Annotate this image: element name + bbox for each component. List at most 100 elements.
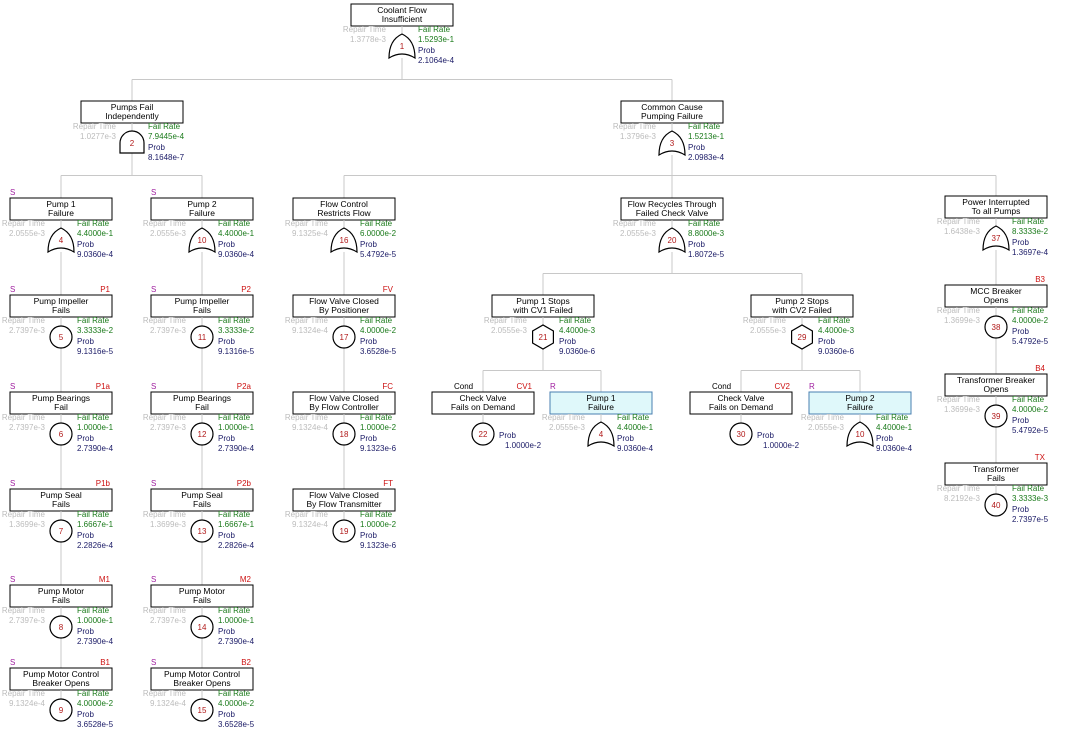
repair-time-label: Repair Time xyxy=(285,219,329,228)
event-tag-right: P1b xyxy=(96,479,111,488)
event-tag-right: P2b xyxy=(237,479,252,488)
repair-time-value: 2.7397e-3 xyxy=(9,423,46,432)
event-tag-right: CV2 xyxy=(774,382,790,391)
probability-label: Prob xyxy=(77,434,94,443)
event-number: 1 xyxy=(400,42,405,51)
repair-time-value: 2.7397e-3 xyxy=(150,326,187,335)
event-tag-left: S xyxy=(10,479,15,488)
event-description-line-1: Pump 2 xyxy=(187,199,217,209)
event-number: 30 xyxy=(737,430,746,439)
repair-time-value: 1.6438e-3 xyxy=(944,227,981,236)
basic-event-icon xyxy=(332,325,356,349)
repair-time-label: Repair Time xyxy=(743,316,787,325)
probability-value: 1.0000e-2 xyxy=(505,441,542,450)
probability-label: Prob xyxy=(360,240,377,249)
fail-rate-value: 4.0000e-2 xyxy=(77,699,114,708)
event-description-line-2: Pumping Failure xyxy=(641,111,703,121)
basic-event-icon xyxy=(190,422,214,446)
fail-rate-label: Fail Rate xyxy=(148,122,181,131)
probability-label: Prob xyxy=(218,710,235,719)
fail-rate-label: Fail Rate xyxy=(1012,217,1045,226)
fail-rate-label: Fail Rate xyxy=(218,219,251,228)
event-description-line-1: Pump 1 xyxy=(46,199,76,209)
probability-value: 2.1064e-4 xyxy=(418,56,455,65)
event-tag-right: FT xyxy=(383,479,393,488)
event-description-line-1: Pump Impeller xyxy=(34,296,89,306)
event-tag-left: S xyxy=(10,382,15,391)
fail-rate-value: 1.0000e-1 xyxy=(77,423,114,432)
repair-time-value: 9.1324e-4 xyxy=(150,699,187,708)
event-description-line-2: Fail xyxy=(195,402,209,412)
event-number: 11 xyxy=(198,333,207,342)
event-description-line-1: Check Valve xyxy=(717,393,764,403)
event-number: 3 xyxy=(670,139,675,148)
repair-time-value: 2.0555e-3 xyxy=(491,326,528,335)
event-description-line-1: Pump 1 Stops xyxy=(516,296,569,306)
probability-value: 1.0000e-2 xyxy=(763,441,800,450)
repair-time-label: Repair Time xyxy=(143,606,187,615)
event-tag-left: S xyxy=(151,382,156,391)
basic-event-icon xyxy=(49,519,73,543)
fail-rate-label: Fail Rate xyxy=(360,219,393,228)
event-number: 8 xyxy=(59,623,64,632)
probability-label: Prob xyxy=(688,240,705,249)
fail-rate-label: Fail Rate xyxy=(360,316,393,325)
event-description-line-2: To all Pumps xyxy=(972,206,1021,216)
event-description-line-1: Pump Motor xyxy=(179,586,225,596)
event-description-line-1: Pump Impeller xyxy=(175,296,230,306)
event-number: 6 xyxy=(59,430,64,439)
inhibit-gate-icon xyxy=(790,324,814,350)
probability-label: Prob xyxy=(77,240,94,249)
event-description-line-2: Fails xyxy=(193,595,211,605)
probability-value: 5.4792e-5 xyxy=(1012,337,1049,346)
event-description-line-1: Transformer Breaker xyxy=(957,375,1035,385)
event-description-line-2: Failure xyxy=(847,402,873,412)
probability-value: 5.4792e-5 xyxy=(1012,426,1049,435)
basic-event-icon xyxy=(190,698,214,722)
repair-time-value: 9.1324e-4 xyxy=(292,520,329,529)
event-number: 29 xyxy=(798,333,807,342)
event-number: 4 xyxy=(59,236,64,245)
event-tag-right: B3 xyxy=(1035,275,1045,284)
basic-event-icon xyxy=(190,615,214,639)
fail-rate-label: Fail Rate xyxy=(77,606,110,615)
basic-event-icon xyxy=(984,493,1008,517)
fail-rate-label: Fail Rate xyxy=(77,316,110,325)
event-description-line-2: Fail xyxy=(54,402,68,412)
event-description-line-2: Fails xyxy=(193,499,211,509)
probability-label: Prob xyxy=(1012,238,1029,247)
probability-label: Prob xyxy=(617,434,634,443)
probability-value: 9.0360e-4 xyxy=(876,444,913,453)
event-description-line-1: Pump Seal xyxy=(40,490,82,500)
